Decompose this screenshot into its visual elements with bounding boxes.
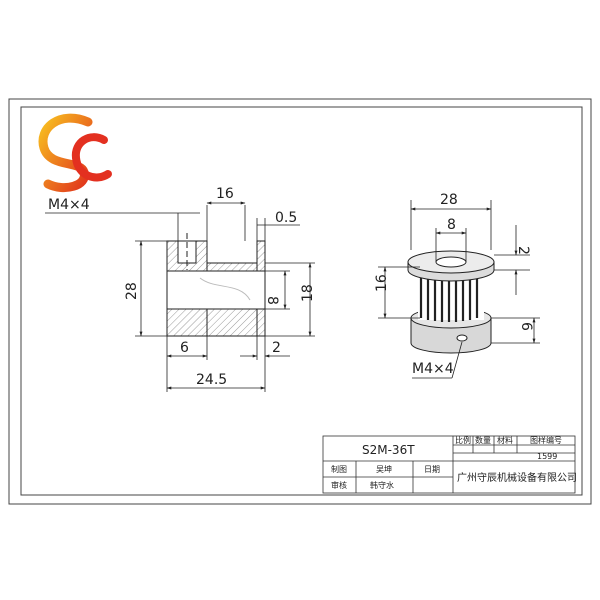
left-dim-16: 16 — [216, 186, 234, 202]
left-view-dimensions — [45, 201, 315, 392]
right-dim-6: 6 — [518, 322, 534, 331]
pulley-teeth — [419, 276, 479, 322]
left-thread-label: M4×4 — [48, 197, 90, 213]
drawing-no: 1599 — [537, 452, 557, 461]
left-dim-8: 8 — [264, 296, 280, 305]
left-dim-6: 6 — [180, 340, 189, 356]
qty-label: 数量 — [475, 435, 491, 445]
company-name: 广州守辰机械设备有限公司 — [457, 471, 577, 484]
right-dim-28: 28 — [440, 192, 458, 208]
right-view-dimensions — [378, 200, 540, 379]
left-section-view — [166, 233, 266, 337]
right-thread-label: M4×4 — [412, 361, 454, 377]
left-dim-24-5: 24.5 — [196, 372, 227, 388]
scale-label: 比例 — [455, 435, 471, 445]
left-dim-18: 18 — [300, 284, 316, 302]
date-label: 日期 — [424, 465, 440, 474]
right-isometric-view — [407, 250, 495, 354]
right-view-labels: 28 8 2 16 6 M4×4 — [374, 192, 534, 377]
checked-by: 韩守水 — [370, 480, 394, 490]
drawing-border-outer — [8, 98, 592, 505]
part-name: S2M-36T — [362, 443, 415, 457]
right-dim-16: 16 — [374, 274, 390, 292]
material-label: 材料 — [497, 435, 513, 445]
left-dim-2: 2 — [272, 340, 281, 356]
checked-label: 审核 — [331, 480, 347, 490]
company-logo: SC — [38, 113, 112, 192]
drawing-no-label: 图样编号 — [530, 435, 562, 445]
right-dim-8: 8 — [447, 217, 456, 233]
right-dim-2: 2 — [515, 246, 531, 255]
left-dim-0-5: 0.5 — [275, 210, 297, 226]
drawn-by: 吴坤 — [376, 464, 392, 474]
drawing-border-inner — [20, 106, 583, 496]
drawn-label: 制图 — [331, 464, 347, 474]
title-block-text: S2M-36T 比例 数量 材料 图样编号 1599 制图 吴坤 日期 审核 韩… — [331, 435, 577, 490]
left-dim-28: 28 — [124, 282, 140, 300]
title-block — [322, 435, 576, 494]
left-view-labels: M4×4 16 0.5 28 8 18 6 2 24.5 — [48, 186, 316, 388]
